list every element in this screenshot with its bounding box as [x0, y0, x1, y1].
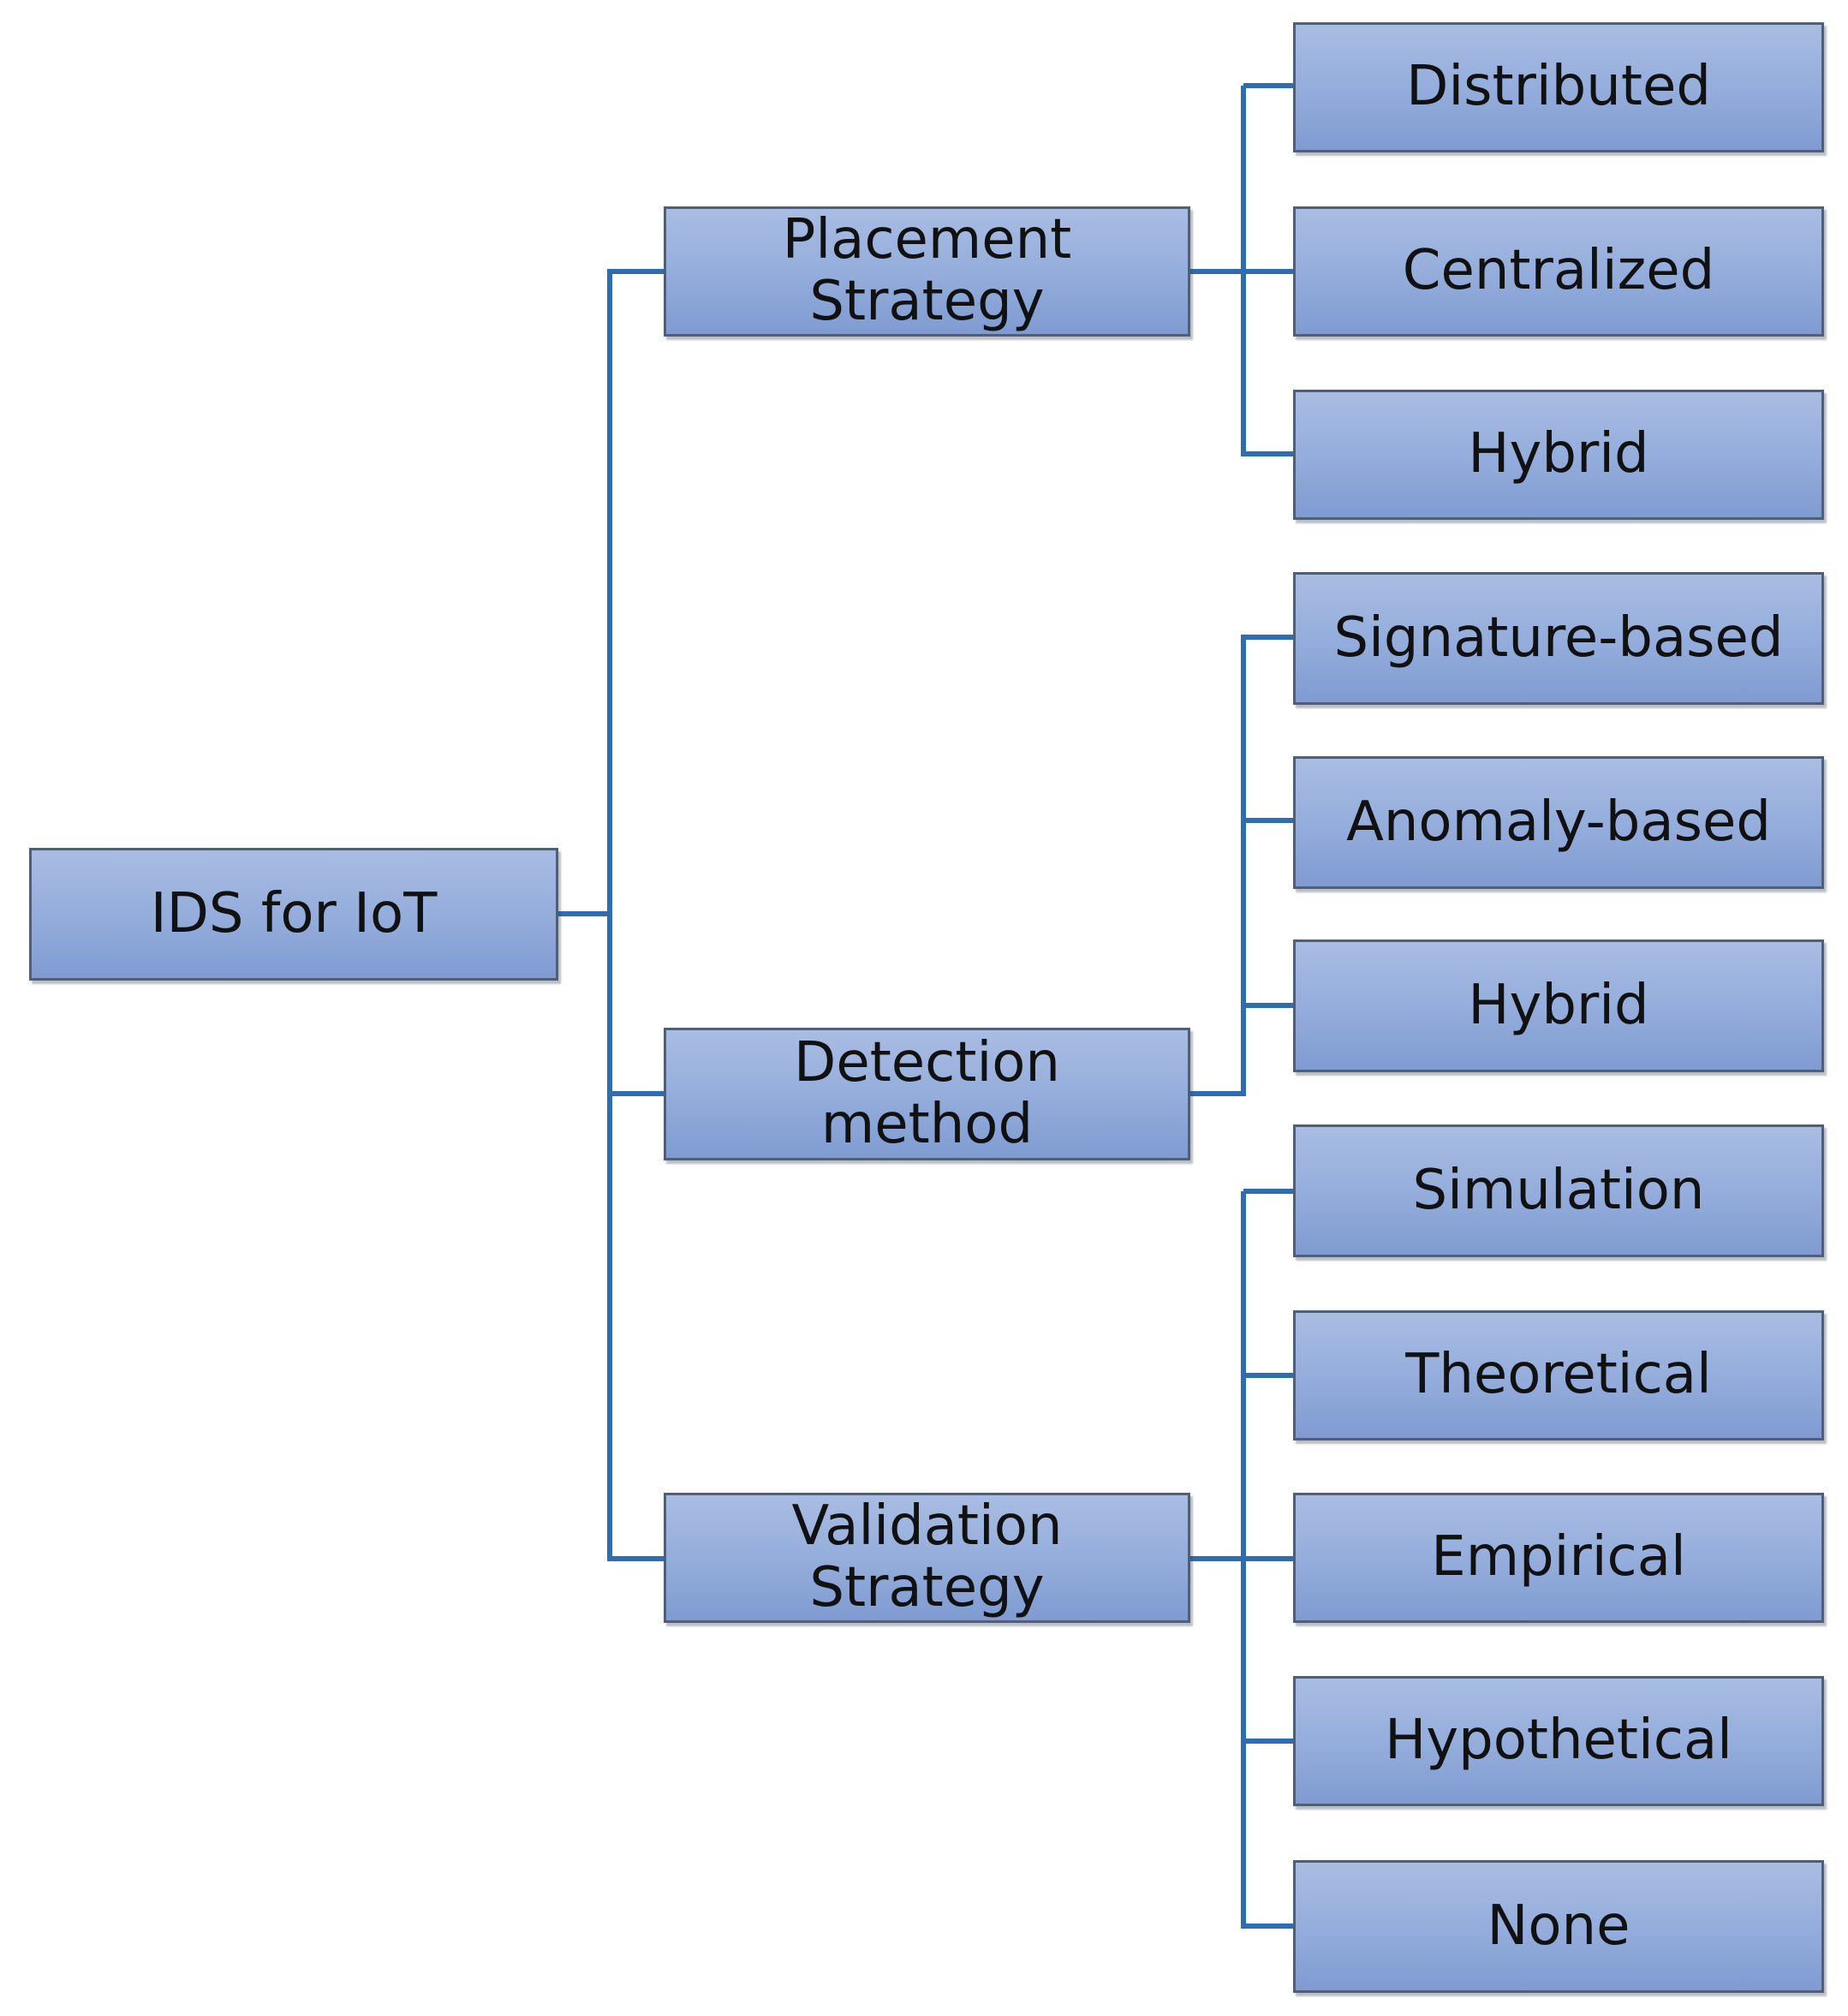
- leaf-none: None: [1293, 1860, 1824, 1993]
- leaf-centralized: Centralized: [1293, 206, 1824, 337]
- leaf-distributed: Distributed: [1293, 22, 1824, 152]
- connector-detection-to-children: [1190, 635, 1293, 1096]
- leaf-anomaly-based: Anomaly-based: [1293, 756, 1824, 889]
- leaf-detection-hybrid: Hybrid: [1293, 939, 1824, 1072]
- category-detection-method: Detection method: [664, 1028, 1190, 1160]
- connector-root-to-detection: [607, 914, 664, 1096]
- connector-root-to-placement: [558, 269, 664, 916]
- root-node: IDS for IoT: [29, 848, 558, 981]
- leaf-theoretical: Theoretical: [1293, 1310, 1824, 1440]
- connector-validation-to-children: [1190, 1189, 1293, 1929]
- leaf-placement-hybrid: Hybrid: [1293, 390, 1824, 520]
- category-validation-strategy: Validation Strategy: [664, 1493, 1190, 1623]
- leaf-empirical: Empirical: [1293, 1493, 1824, 1623]
- category-placement-strategy: Placement Strategy: [664, 206, 1190, 337]
- leaf-signature-based: Signature-based: [1293, 572, 1824, 705]
- connector-placement-to-children: [1190, 83, 1293, 456]
- leaf-simulation: Simulation: [1293, 1124, 1824, 1257]
- connector-root-to-validation: [607, 1094, 664, 1561]
- leaf-hypothetical: Hypothetical: [1293, 1676, 1824, 1806]
